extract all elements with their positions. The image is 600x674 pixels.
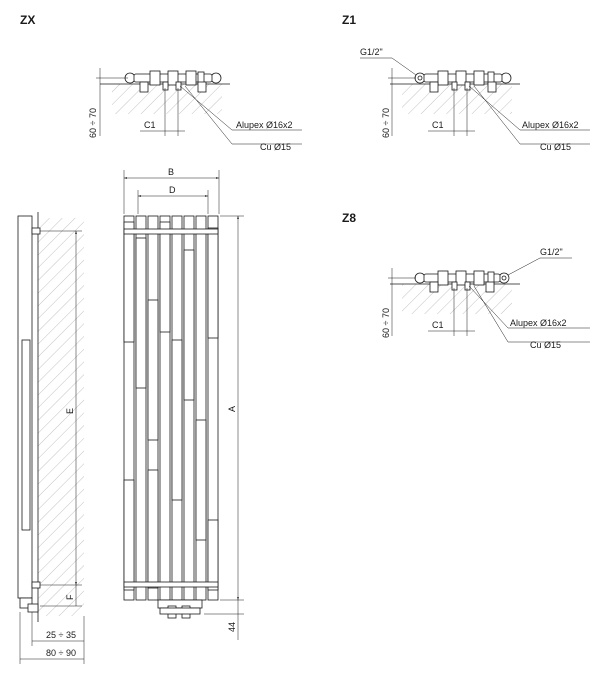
variant-z8: Z8 G1/2" 60 ÷ 70 C1 Alupe	[342, 211, 590, 350]
variant-z1: Z1 G1/2" 60 ÷ 70 C1	[342, 13, 590, 152]
variant-title: Z8	[342, 211, 356, 225]
c1-label: C1	[432, 320, 444, 330]
dim-f-label: F	[65, 594, 75, 600]
valve-fitting	[124, 70, 222, 93]
valve-fitting	[414, 70, 512, 93]
wall-gap-label: 25 ÷ 35	[46, 630, 76, 640]
dim-b-label: B	[168, 167, 174, 177]
dim-e-label: E	[65, 408, 75, 414]
front-valve	[157, 599, 203, 619]
variant-zx: ZX 60 ÷ 70 C1 Alupex	[20, 13, 302, 152]
pipe-cu-label: Cu Ø15	[260, 142, 291, 152]
radiator-panels	[123, 221, 219, 591]
pipe-cu-label: Cu Ø15	[530, 340, 561, 350]
dim-d-label: D	[169, 185, 176, 195]
dim-44-label: 44	[227, 622, 237, 632]
side-view: E F 25 ÷ 35 80 ÷ 90	[17, 212, 85, 664]
bottom-header	[123, 581, 219, 588]
c1-label: C1	[144, 120, 156, 130]
c1-label: C1	[432, 120, 444, 130]
pipe-alupex-label: Alupex Ø16x2	[236, 120, 293, 130]
wall-hatch	[38, 218, 84, 616]
pipe-alupex-label: Alupex Ø16x2	[510, 318, 567, 328]
variant-title: Z1	[342, 13, 356, 27]
thread-label: G1/2"	[360, 47, 383, 57]
dim-a-label: A	[227, 406, 237, 412]
depth-label: 80 ÷ 90	[46, 648, 76, 658]
valve-fitting	[414, 270, 510, 293]
side-valve	[19, 597, 33, 609]
bracket-bottom	[31, 581, 41, 589]
bracket-top	[31, 227, 41, 235]
height-range-label: 60 ÷ 70	[381, 308, 391, 338]
thread-label: G1/2"	[540, 247, 563, 257]
variant-title: ZX	[20, 13, 35, 27]
pipe-cu-label: Cu Ø15	[540, 142, 571, 152]
top-header	[123, 228, 219, 235]
pipe-alupex-label: Alupex Ø16x2	[522, 120, 579, 130]
height-range-label: 60 ÷ 70	[381, 108, 391, 138]
height-range-label: 60 ÷ 70	[88, 108, 98, 138]
front-view: B D	[123, 167, 244, 640]
